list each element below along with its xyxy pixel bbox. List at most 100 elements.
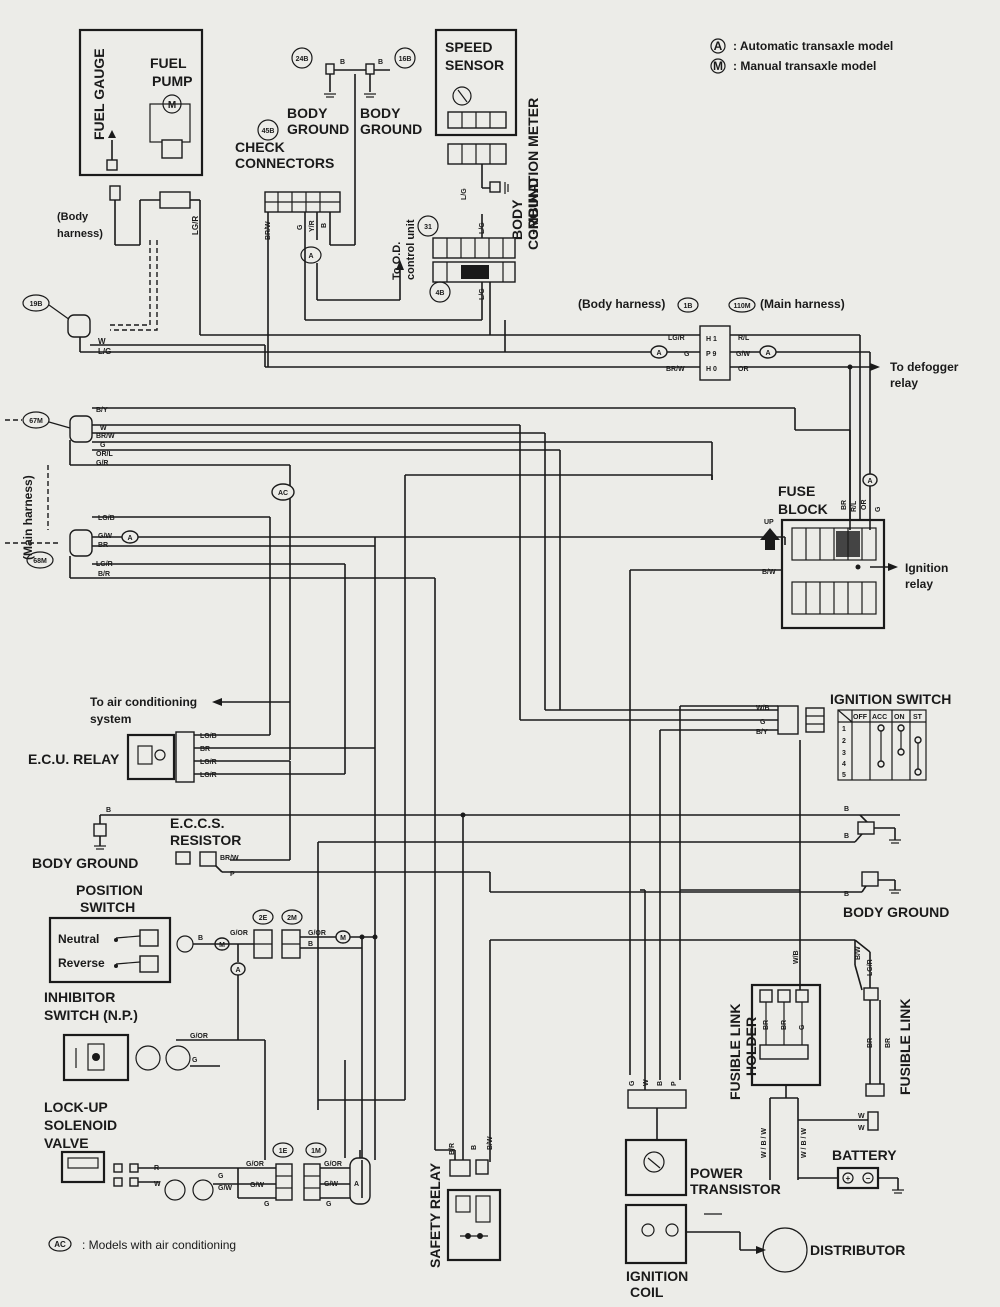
marker-a: A bbox=[308, 253, 313, 260]
wire-label: G bbox=[264, 1201, 270, 1208]
position-switch: POSITION SWITCH Neutral Reverse B M G/OR… bbox=[48, 882, 378, 1160]
distributor-icon bbox=[762, 1227, 808, 1273]
wire-label: G/OR bbox=[324, 1161, 342, 1168]
speed-sensor-2: SENSOR bbox=[445, 57, 504, 73]
connector-label: 1M bbox=[311, 1148, 321, 1155]
body-ground-vertical-2: GROUND bbox=[525, 178, 541, 240]
wire-label: G bbox=[875, 506, 882, 512]
body-ground-right-label: BODY GROUND bbox=[843, 904, 949, 920]
wire-label: B bbox=[657, 1081, 664, 1086]
wire-label: G/OR bbox=[190, 1033, 208, 1040]
fusible-link-battery: B/W LG/R BR BR FUSIBLE LINK W W BATTERY … bbox=[832, 946, 913, 1194]
inhibitor-2: SWITCH (N.P.) bbox=[44, 1007, 138, 1023]
body-ground-a-2: GROUND bbox=[287, 121, 349, 137]
fusible-link-holder: FUSIBLE LINK HOLDER W/B BR BR G W / B / … bbox=[680, 740, 868, 1180]
body-ground-left-label: BODY GROUND bbox=[32, 855, 138, 871]
wire-label: W bbox=[100, 425, 107, 432]
combination-meter-label: COMBINATION METER bbox=[525, 98, 541, 250]
ecu-relay: E.C.U. RELAY LG/B BR LG/R LG/R bbox=[28, 700, 375, 861]
ignition-relay-1: Ignition bbox=[905, 561, 948, 575]
lockup-2: SOLENOID bbox=[44, 1117, 117, 1133]
wire-label: BR bbox=[200, 746, 210, 753]
svg-text:−: − bbox=[866, 1174, 871, 1183]
wire-label: G bbox=[297, 224, 304, 230]
connector-label: 19B bbox=[30, 301, 43, 308]
wire-label: B bbox=[471, 1145, 478, 1150]
legend-ac-text: : Models with air conditioning bbox=[82, 1238, 236, 1252]
fusible-link-holder-1: FUSIBLE LINK bbox=[727, 1004, 743, 1100]
wire-label: W bbox=[643, 1079, 650, 1086]
wire-label: BR bbox=[885, 1038, 892, 1048]
ig-row: 1 bbox=[842, 726, 846, 733]
wire-label: OR bbox=[861, 500, 868, 511]
check-connectors-2: CONNECTORS bbox=[235, 155, 334, 171]
wire-label: LG/R bbox=[200, 772, 217, 779]
wire-label: LG/R bbox=[668, 335, 685, 342]
fuel-gauge-pump: FUEL GAUGE FUEL PUMP M bbox=[78, 28, 204, 177]
to-od-2: control unit bbox=[405, 219, 417, 280]
marker-m: M bbox=[340, 935, 346, 942]
wire-label: B bbox=[844, 806, 849, 813]
body-ground-b-1: BODY bbox=[360, 105, 401, 121]
wire-label: BR bbox=[867, 1038, 874, 1048]
eccs-resistor-1: E.C.C.S. bbox=[170, 815, 224, 831]
marker-a: A bbox=[127, 535, 132, 542]
ig-row: 5 bbox=[842, 772, 846, 779]
marker-a: A bbox=[765, 350, 770, 357]
ecu-relay-label: E.C.U. RELAY bbox=[28, 751, 120, 767]
fuse-block-2: BLOCK bbox=[778, 501, 828, 517]
marker-ac: AC bbox=[278, 490, 288, 497]
up-label: UP bbox=[764, 519, 774, 526]
ig-header-on: ON bbox=[894, 714, 905, 721]
wire-label: P bbox=[230, 871, 235, 878]
wire-label: B/Y bbox=[96, 407, 108, 414]
wire-label: L/G bbox=[461, 188, 468, 200]
wire-label: R/L bbox=[738, 335, 750, 342]
fuse-block-1: FUSE bbox=[778, 483, 815, 499]
fuel-pump-label-2: PUMP bbox=[152, 73, 192, 89]
connector-label: 2M bbox=[287, 915, 297, 922]
fuel-pump-label-1: FUEL bbox=[150, 55, 187, 71]
ig-row: 3 bbox=[842, 750, 846, 757]
right-body-grounds: B B B BODY GROUND bbox=[100, 806, 949, 1140]
body-ground-vertical-1: BODY bbox=[509, 199, 525, 240]
ig-header-off: OFF bbox=[853, 714, 868, 721]
wire-label: Y/R bbox=[309, 220, 316, 232]
inhibitor-1: INHIBITOR bbox=[44, 989, 115, 1005]
arrow-right-icon bbox=[870, 363, 880, 371]
eccs-resistor-2: RESISTOR bbox=[170, 832, 241, 848]
position-switch-1: POSITION bbox=[76, 882, 143, 898]
wire-label: A bbox=[354, 1181, 359, 1188]
fuel-gauge-arrow-icon bbox=[108, 130, 116, 138]
wire-label: W bbox=[858, 1113, 865, 1120]
wire-label: B bbox=[340, 59, 345, 66]
wire-label: G bbox=[218, 1173, 224, 1180]
wire-label: B bbox=[198, 935, 203, 942]
fuel-gauge-label: FUEL GAUGE bbox=[91, 48, 107, 140]
connector-label: 110M bbox=[733, 303, 750, 310]
marker-a: A bbox=[867, 478, 872, 485]
ignition-switch: IGNITION SWITCH W/B G B/Y OFF ACC ON ST … bbox=[520, 691, 951, 1080]
wire-label: G bbox=[326, 1201, 332, 1208]
svg-text:+: + bbox=[846, 1174, 851, 1183]
wire-label: H 0 bbox=[706, 366, 717, 373]
wire-label: B bbox=[844, 833, 849, 840]
battery-icon bbox=[836, 1166, 880, 1190]
wire-label: W bbox=[154, 1181, 161, 1188]
check-connectors: 24B 16B B B BODY GROUND BODY GROUND 45B … bbox=[235, 47, 422, 367]
main-harness-67m-68m: 67M B/Y W BR/W G OR/L G/R (Main harness)… bbox=[5, 407, 850, 1150]
ig-row: 2 bbox=[842, 738, 846, 745]
reverse-label: Reverse bbox=[58, 956, 105, 970]
wire-label: B bbox=[378, 59, 383, 66]
wire-label: OR/L bbox=[96, 451, 113, 458]
power-transistor-1: POWER bbox=[690, 1165, 743, 1181]
connector-label: 67M bbox=[29, 418, 43, 425]
wire-label: P bbox=[671, 1081, 678, 1086]
connector-label: 31 bbox=[424, 224, 432, 231]
ignition-relay-2: relay bbox=[905, 577, 933, 591]
legend-a-symbol: A bbox=[714, 39, 723, 53]
wire-label: G/W bbox=[250, 1182, 264, 1189]
wire-label: W / B / W bbox=[761, 1128, 768, 1158]
wire-label: B/Y bbox=[756, 729, 768, 736]
